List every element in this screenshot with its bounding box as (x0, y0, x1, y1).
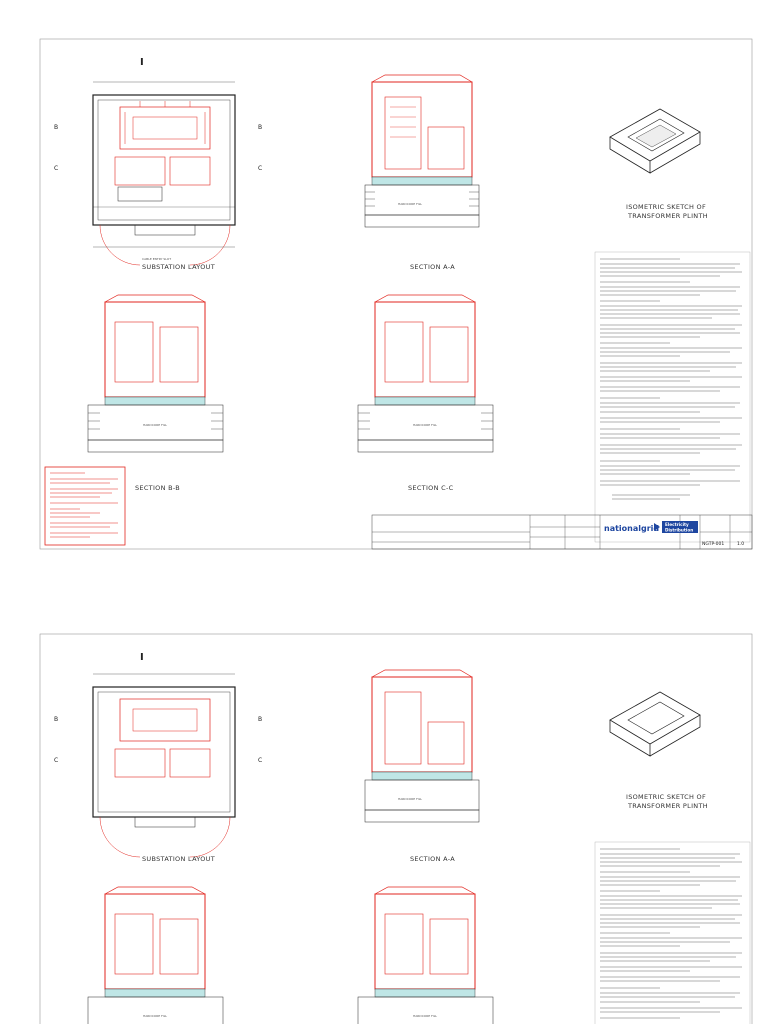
svg-text:I: I (140, 652, 144, 663)
caption-section-bb: SECTION B-B (135, 484, 180, 492)
isometric-sketch-2: ISOMETRIC SKETCH OF TRANSFORMER PLINTH (609, 691, 708, 810)
ng-arrow-icon (654, 523, 660, 531)
isometric-sketch: ISOMETRIC SKETCH OF TRANSFORMER PLINTH (609, 108, 708, 220)
svg-text:B: B (258, 124, 262, 131)
svg-text:B: B (258, 716, 262, 723)
svg-text:C: C (258, 757, 262, 764)
section-cc-2: HARDCORE FILL (357, 886, 494, 1024)
caption-isometric-2: TRANSFORMER PLINTH (627, 212, 708, 220)
brand-line-1: Electricity (665, 522, 689, 527)
label-hardcore-fill-cc: HARDCORE FILL (413, 423, 437, 427)
general-notes-box (44, 466, 126, 546)
drawing-sheet-2: I B C B C SUBSTATION LAYOUT HARDCORE FIL… (0, 632, 768, 1024)
svg-text:C: C (54, 757, 58, 764)
label-hardcore-fill-cc-2: HARDCORE FILL (413, 1014, 437, 1018)
section-aa: HARDCORE FILL SECTION A-A (364, 74, 480, 271)
caption-isometric-1-2: ISOMETRIC SKETCH OF (626, 793, 706, 801)
label-hardcore-fill-bb: HARDCORE FILL (143, 423, 167, 427)
electricity-distribution-badge (662, 521, 698, 533)
label-cable-entry: CABLE ENTRY SLOT (142, 257, 171, 261)
substation-layout-plan-2: I B C B C SUBSTATION LAYOUT (54, 652, 262, 863)
title-block: nationalgrid Electricity Distribution NG… (371, 514, 753, 550)
svg-text:C: C (258, 165, 262, 172)
section-aa-2: HARDCORE FILL SECTION A-A (364, 669, 480, 863)
caption-section-aa: SECTION A-A (410, 263, 455, 271)
brand-line-2: Distribution (665, 528, 693, 533)
specification-notes (594, 251, 751, 543)
nationalgrid-logo: nationalgrid (604, 524, 659, 533)
label-hardcore-fill-aa-2: HARDCORE FILL (398, 797, 422, 801)
specification-notes-2 (594, 841, 751, 1024)
caption-substation-layout-2: SUBSTATION LAYOUT (142, 855, 215, 863)
svg-text:B: B (54, 716, 58, 723)
drawing-sheet-2-svg: I B C B C SUBSTATION LAYOUT HARDCORE FIL… (39, 633, 753, 1024)
sheet-border (39, 38, 753, 550)
caption-section-cc: SECTION C-C (408, 484, 454, 492)
drawing-sheet-1-svg: I B C B C CABLE ENTRY SLOT SUBSTATION LA… (39, 38, 753, 550)
svg-text:C: C (54, 165, 58, 172)
section-cc: HARDCORE FILL SECTION C-C (357, 294, 494, 492)
section-bb: HARDCORE FILL SECTION B-B (87, 294, 224, 492)
substation-layout-plan: I B C B C CABLE ENTRY SLOT SUBSTATION LA… (54, 57, 262, 271)
label-hardcore-fill-bb-2: HARDCORE FILL (143, 1014, 167, 1018)
svg-text:I: I (140, 57, 144, 68)
caption-isometric-2-2: TRANSFORMER PLINTH (627, 802, 708, 810)
drawing-number: NGTP-001 (702, 541, 724, 547)
section-bb-2: HARDCORE FILL (87, 886, 224, 1024)
caption-isometric-1: ISOMETRIC SKETCH OF (626, 203, 706, 211)
sheet-2-border (39, 633, 753, 1024)
svg-text:B: B (54, 124, 58, 131)
svg-text:HARDCORE FILL: HARDCORE FILL (398, 202, 422, 206)
drawing-sheet-1: I B C B C CABLE ENTRY SLOT SUBSTATION LA… (0, 37, 768, 557)
caption-substation-layout: SUBSTATION LAYOUT (142, 263, 215, 271)
caption-section-aa-2: SECTION A-A (410, 855, 455, 863)
revision-number: 1.0 (737, 541, 744, 547)
